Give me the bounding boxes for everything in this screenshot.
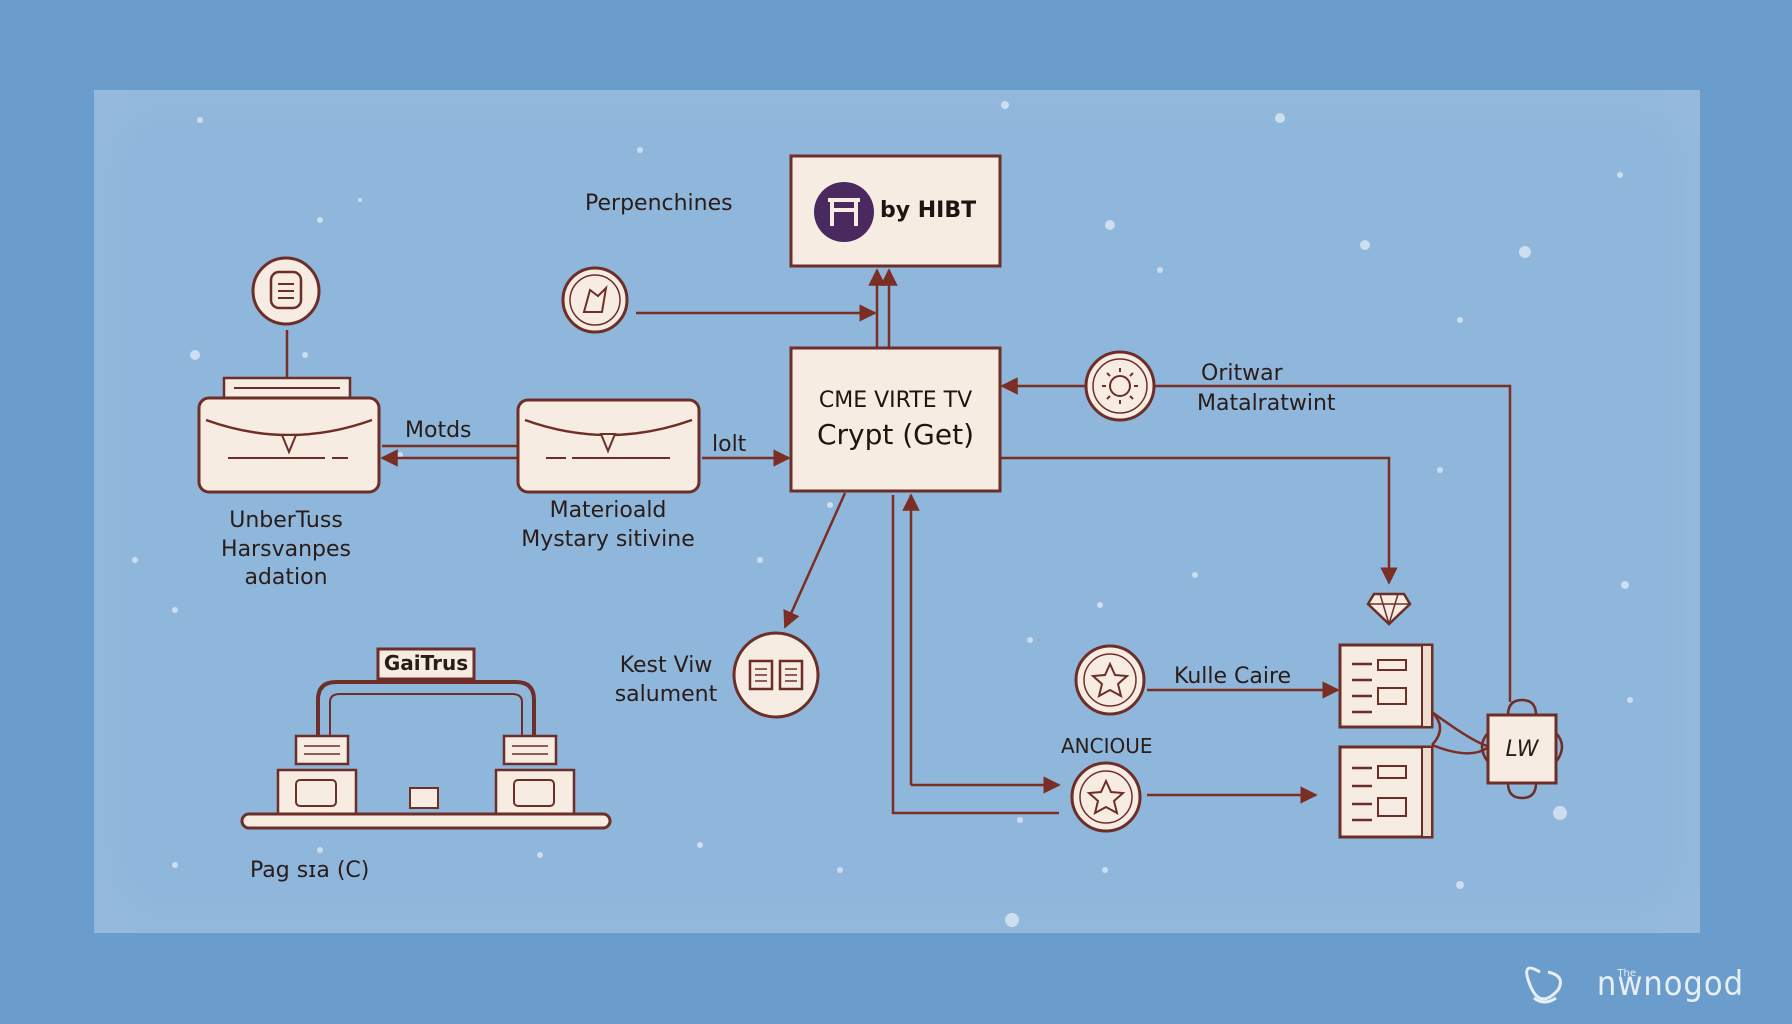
label-ubertuss-3: adation — [244, 565, 328, 590]
label-oritwar-1: Oritwar — [1201, 361, 1283, 386]
line-oritwar-to-lw — [1154, 384, 1512, 702]
label-materioald-1: Materioald — [549, 498, 667, 523]
connectors — [285, 268, 1512, 815]
bracket-servers-lw — [1431, 710, 1488, 755]
label-materioald-2: Mystary sitivine — [521, 527, 695, 552]
hibt-label: by HIBT — [880, 198, 977, 223]
arrow-center-to-gem — [999, 456, 1398, 585]
star-icon — [1074, 644, 1146, 716]
materioald-chest — [516, 398, 701, 494]
label-perpenchines: Perpenchines — [585, 191, 733, 216]
snow-dots — [132, 101, 1633, 927]
center-box — [789, 346, 1002, 493]
line-up-center-left — [891, 495, 1059, 815]
label-lolt: lolt — [712, 432, 747, 457]
label-ubertuss-2: Harsvanpes — [221, 537, 351, 562]
label-gaitrus: GaiTrus — [383, 651, 469, 675]
server-icon-lower — [1338, 745, 1434, 839]
label-kulle-caire: Kulle Caire — [1174, 664, 1292, 689]
document-icon — [251, 256, 321, 326]
book-icon — [732, 631, 820, 719]
label-anciole: ANCIOUE — [1061, 734, 1153, 758]
sun-icon — [1084, 350, 1156, 422]
briefcase-icon — [1480, 698, 1564, 800]
arrow-center-to-kestview — [783, 492, 847, 629]
label-motds: Motds — [405, 418, 472, 443]
gem-icon — [1366, 592, 1412, 626]
label-oritwar-2: Matalratwint — [1197, 391, 1336, 416]
center-box-line1: CME VIRTE TV — [818, 388, 973, 413]
ubertuss-chest — [197, 376, 381, 494]
label-lw: LW — [1505, 737, 1539, 762]
watermark-text: nwnogod — [1596, 964, 1744, 1004]
gaitrus-workstation — [240, 647, 612, 830]
label-kestview-1: Kest Viw — [619, 653, 713, 678]
star-icon-anciole — [1070, 761, 1142, 833]
server-icon — [1338, 643, 1434, 729]
center-box-line2: Crypt (Get) — [816, 418, 975, 451]
label-ubertuss-1: UnberTuss — [229, 508, 343, 533]
watermark-small-text: The — [1617, 968, 1636, 979]
label-kestview-2: salument — [614, 682, 718, 707]
label-pag-sia: Pag sɪa (C) — [250, 858, 370, 883]
hibt-box — [789, 154, 1002, 268]
badge-icon — [561, 266, 629, 334]
watermark-logo-icon — [1525, 966, 1562, 1004]
